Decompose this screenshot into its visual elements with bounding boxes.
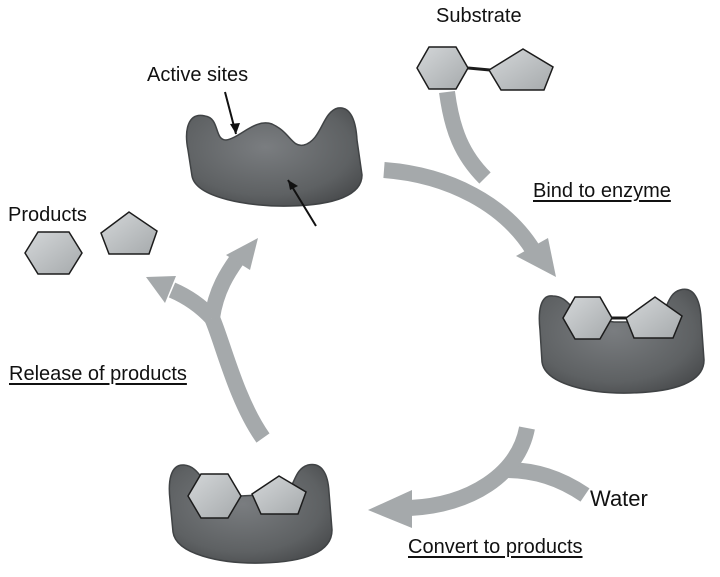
substrate-inflow-arrow [439,90,491,184]
enzyme-free-icon [185,91,363,227]
product-pentagon-icon [100,211,158,255]
release-to-enzyme-arrow-head [226,238,258,270]
active-sites-label: Active sites [147,64,249,86]
convert-to-products-label: Convert to products [408,536,583,558]
arrow-heads [146,238,556,528]
bind-arrow-head [516,238,556,277]
cycle-arrows [168,90,590,516]
convert-arrow-head [368,490,412,528]
substrate-molecule-icon [416,46,554,91]
release-trunk-arrow [204,314,270,443]
release-to-enzyme-arrow [204,253,245,320]
release-to-products-arrow-head [146,276,176,303]
bind-to-enzyme-label: Bind to enzyme [533,180,671,202]
water-inflow-arrow [504,462,590,502]
products-label: Products [8,204,87,226]
release-of-products-label: Release of products [9,363,187,385]
bind-arrow [383,162,540,255]
substrate-label: Substrate [436,5,522,27]
release-to-products-arrow [168,282,218,324]
convert-arrow [409,426,535,516]
product-hexagon-icon [24,231,83,275]
enzyme-substrate-complex-icon [538,288,705,394]
enzyme-product-complex-icon [168,463,333,564]
water-label: Water [590,486,648,511]
